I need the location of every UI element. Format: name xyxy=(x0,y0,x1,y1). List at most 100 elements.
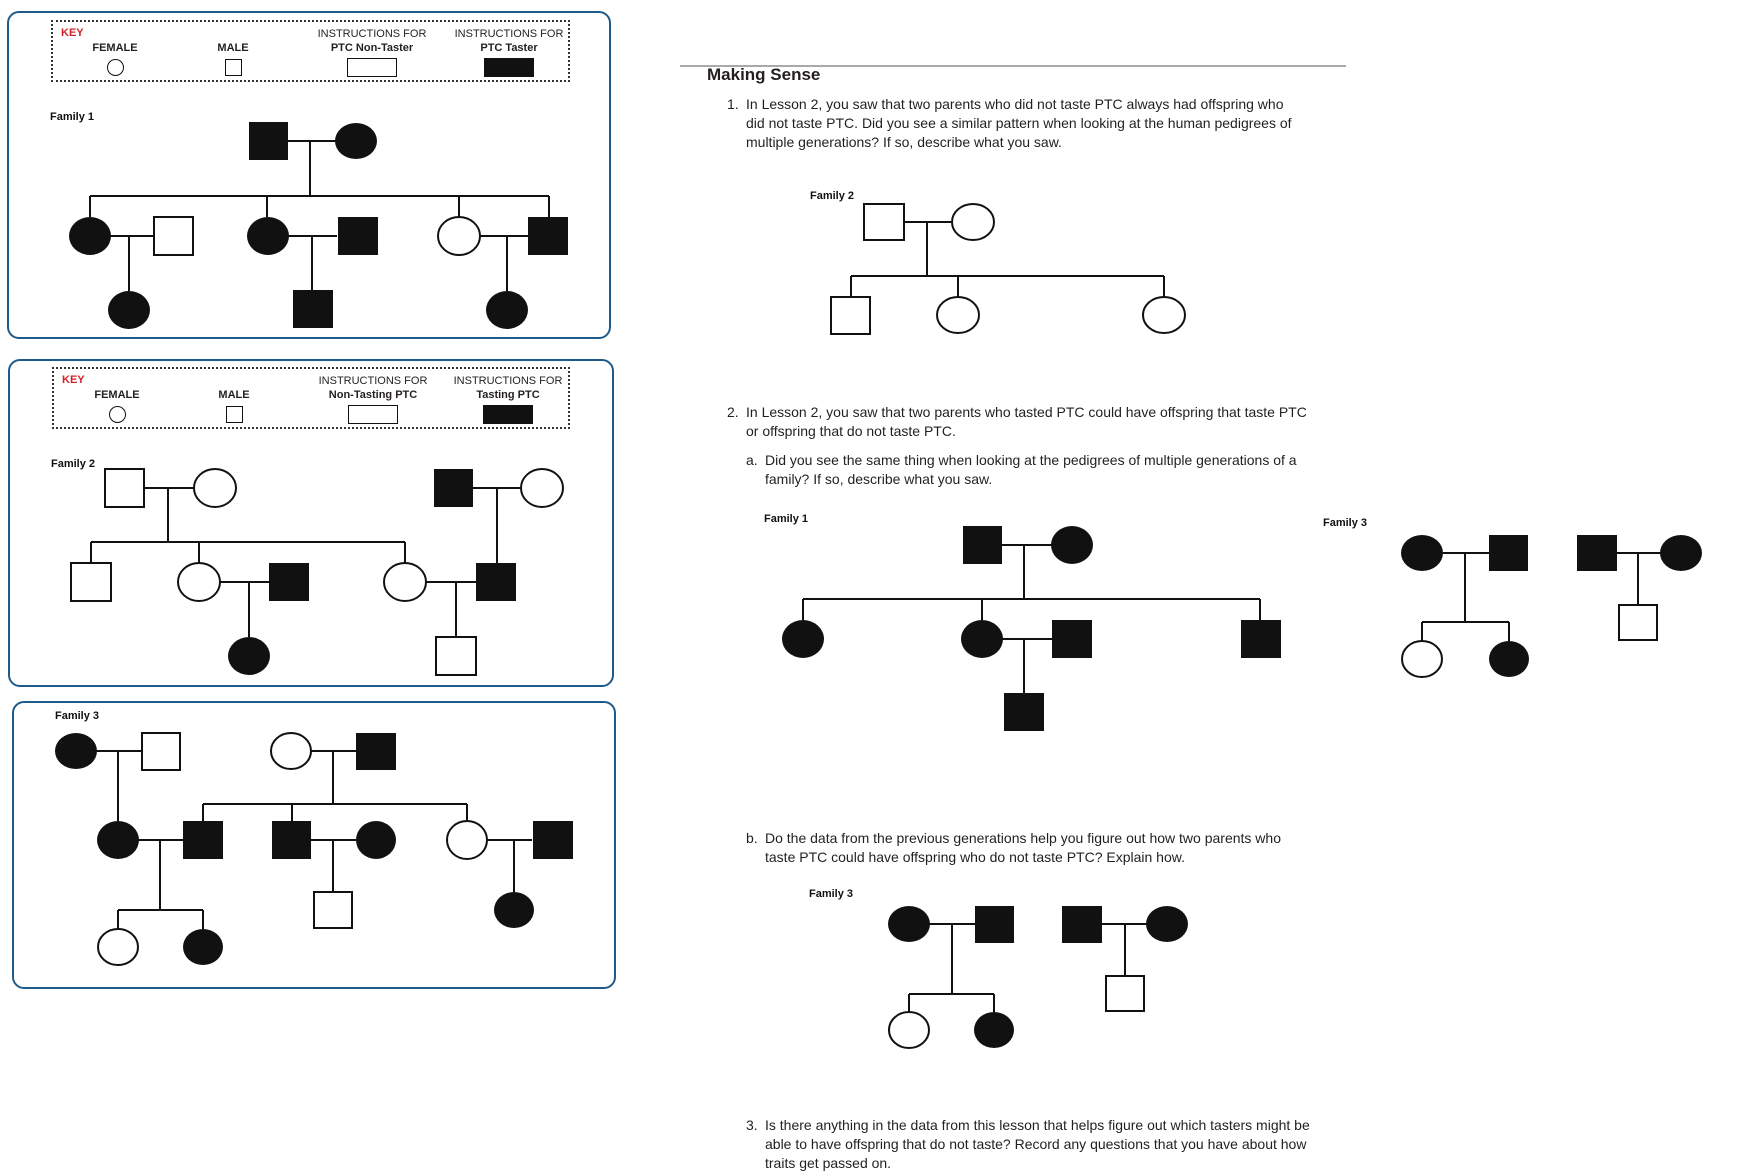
female-taster-node xyxy=(961,620,1003,658)
female-taster-node xyxy=(1146,906,1188,942)
female-taster-node xyxy=(183,929,223,965)
female-taster-node xyxy=(888,906,930,942)
female-taster-node xyxy=(1489,641,1529,677)
key-title: KEY xyxy=(62,374,85,386)
female-taster-node xyxy=(69,217,111,255)
key-female-label: FEMALE xyxy=(94,389,140,401)
family-label: Family 2 xyxy=(51,458,96,470)
male-taster-node xyxy=(1052,620,1092,658)
family-label: Family 1 xyxy=(50,111,95,123)
female-non-taster-node xyxy=(936,296,980,334)
female-non-taster-node xyxy=(97,928,139,966)
female-non-taster-node xyxy=(520,468,564,508)
female-non-taster-node xyxy=(951,203,995,241)
male-symbol-icon xyxy=(225,406,243,423)
key-instr-header: INSTRUCTIONS FOR xyxy=(454,28,564,40)
family-label: Family 1 xyxy=(764,513,809,525)
male-taster-node xyxy=(249,122,288,160)
key-male-label: MALE xyxy=(218,389,250,401)
male-taster-node xyxy=(1004,693,1044,731)
male-non-taster-node xyxy=(141,732,181,771)
male-taster-node xyxy=(1241,620,1281,658)
male-taster-node xyxy=(338,217,378,255)
question-number: 1. xyxy=(727,96,739,112)
male-taster-node xyxy=(269,563,309,601)
question-number: 3. xyxy=(746,1117,758,1133)
male-taster-node xyxy=(434,469,473,507)
female-taster-node xyxy=(247,217,289,255)
taster-swatch-icon xyxy=(483,405,533,424)
non-taster-swatch-icon xyxy=(347,58,397,77)
question-letter: b. xyxy=(746,830,758,846)
male-taster-node xyxy=(963,526,1002,564)
heading-rule xyxy=(680,65,1346,67)
male-non-taster-node xyxy=(830,296,871,335)
male-taster-node xyxy=(293,290,333,328)
male-taster-node xyxy=(1489,535,1528,571)
key-female: FEMALE xyxy=(87,388,147,427)
male-symbol-icon xyxy=(224,59,242,76)
panel-family-1: KEY FEMALE MALE INSTRUCTIONS FOR PTC Non… xyxy=(7,11,611,339)
male-non-taster-node xyxy=(1618,604,1658,641)
question-2: 2. In Lesson 2, you saw that two parents… xyxy=(727,403,1317,443)
female-non-taster-node xyxy=(446,820,488,860)
question-text: Did you see the same thing when looking … xyxy=(765,452,1297,487)
female-non-taster-node xyxy=(1142,296,1186,334)
female-taster-node xyxy=(1401,535,1443,571)
female-taster-node xyxy=(97,821,139,859)
key-non-taster: INSTRUCTIONS FOR PTC Non-Taster xyxy=(317,27,427,81)
non-taster-swatch-icon xyxy=(348,405,398,424)
male-non-taster-node xyxy=(863,203,905,241)
male-taster-node xyxy=(356,733,396,770)
female-taster-node xyxy=(486,291,528,329)
question-2a: a. Did you see the same thing when looki… xyxy=(746,451,1316,491)
female-taster-node xyxy=(1660,535,1702,571)
female-non-taster-node xyxy=(193,468,237,508)
key-non-taster: INSTRUCTIONS FOR Non-Tasting PTC xyxy=(318,374,428,428)
key-title: KEY xyxy=(61,27,84,39)
question-letter: a. xyxy=(746,452,758,468)
female-non-taster-node xyxy=(177,562,221,602)
key-male: MALE xyxy=(204,388,264,427)
female-taster-node xyxy=(108,291,150,329)
key-instr-sub: Non-Tasting PTC xyxy=(328,389,418,401)
key-instr-sub: PTC Non-Taster xyxy=(330,42,414,54)
male-taster-node xyxy=(272,821,311,859)
family-label: Family 3 xyxy=(809,888,854,900)
key-instr-sub: Tasting PTC xyxy=(476,389,540,401)
male-taster-node xyxy=(1577,535,1617,571)
key-taster: INSTRUCTIONS FOR PTC Taster xyxy=(454,27,564,81)
question-number: 2. xyxy=(727,404,739,420)
female-non-taster-node xyxy=(437,216,481,256)
male-taster-node xyxy=(183,821,223,859)
section-heading: Making Sense xyxy=(707,65,821,84)
female-taster-node xyxy=(494,892,534,928)
female-non-taster-node xyxy=(888,1011,930,1049)
male-taster-node xyxy=(476,563,516,601)
female-non-taster-node xyxy=(1401,640,1443,678)
family-label: Family 3 xyxy=(55,710,100,722)
male-non-taster-node xyxy=(435,636,477,676)
female-taster-node xyxy=(228,637,270,675)
question-text: In Lesson 2, you saw that two parents wh… xyxy=(746,404,1307,439)
family-label: Family 3 xyxy=(1323,517,1368,529)
question-text: Do the data from the previous generation… xyxy=(765,830,1281,865)
female-taster-node xyxy=(356,821,396,859)
female-taster-node xyxy=(335,123,377,159)
male-taster-node xyxy=(975,906,1014,943)
female-symbol-icon xyxy=(106,59,124,76)
question-3: 3. Is there anything in the data from th… xyxy=(746,1116,1326,1174)
female-non-taster-node xyxy=(383,562,427,602)
question-text: Is there anything in the data from this … xyxy=(765,1117,1310,1171)
key-instr-header: INSTRUCTIONS FOR xyxy=(453,375,563,387)
female-non-taster-node xyxy=(270,732,312,770)
key-instr-sub: PTC Taster xyxy=(480,42,538,54)
male-non-taster-node xyxy=(104,468,145,508)
key-male: MALE xyxy=(203,41,263,80)
taster-swatch-icon xyxy=(484,58,534,77)
female-taster-node xyxy=(55,733,97,769)
